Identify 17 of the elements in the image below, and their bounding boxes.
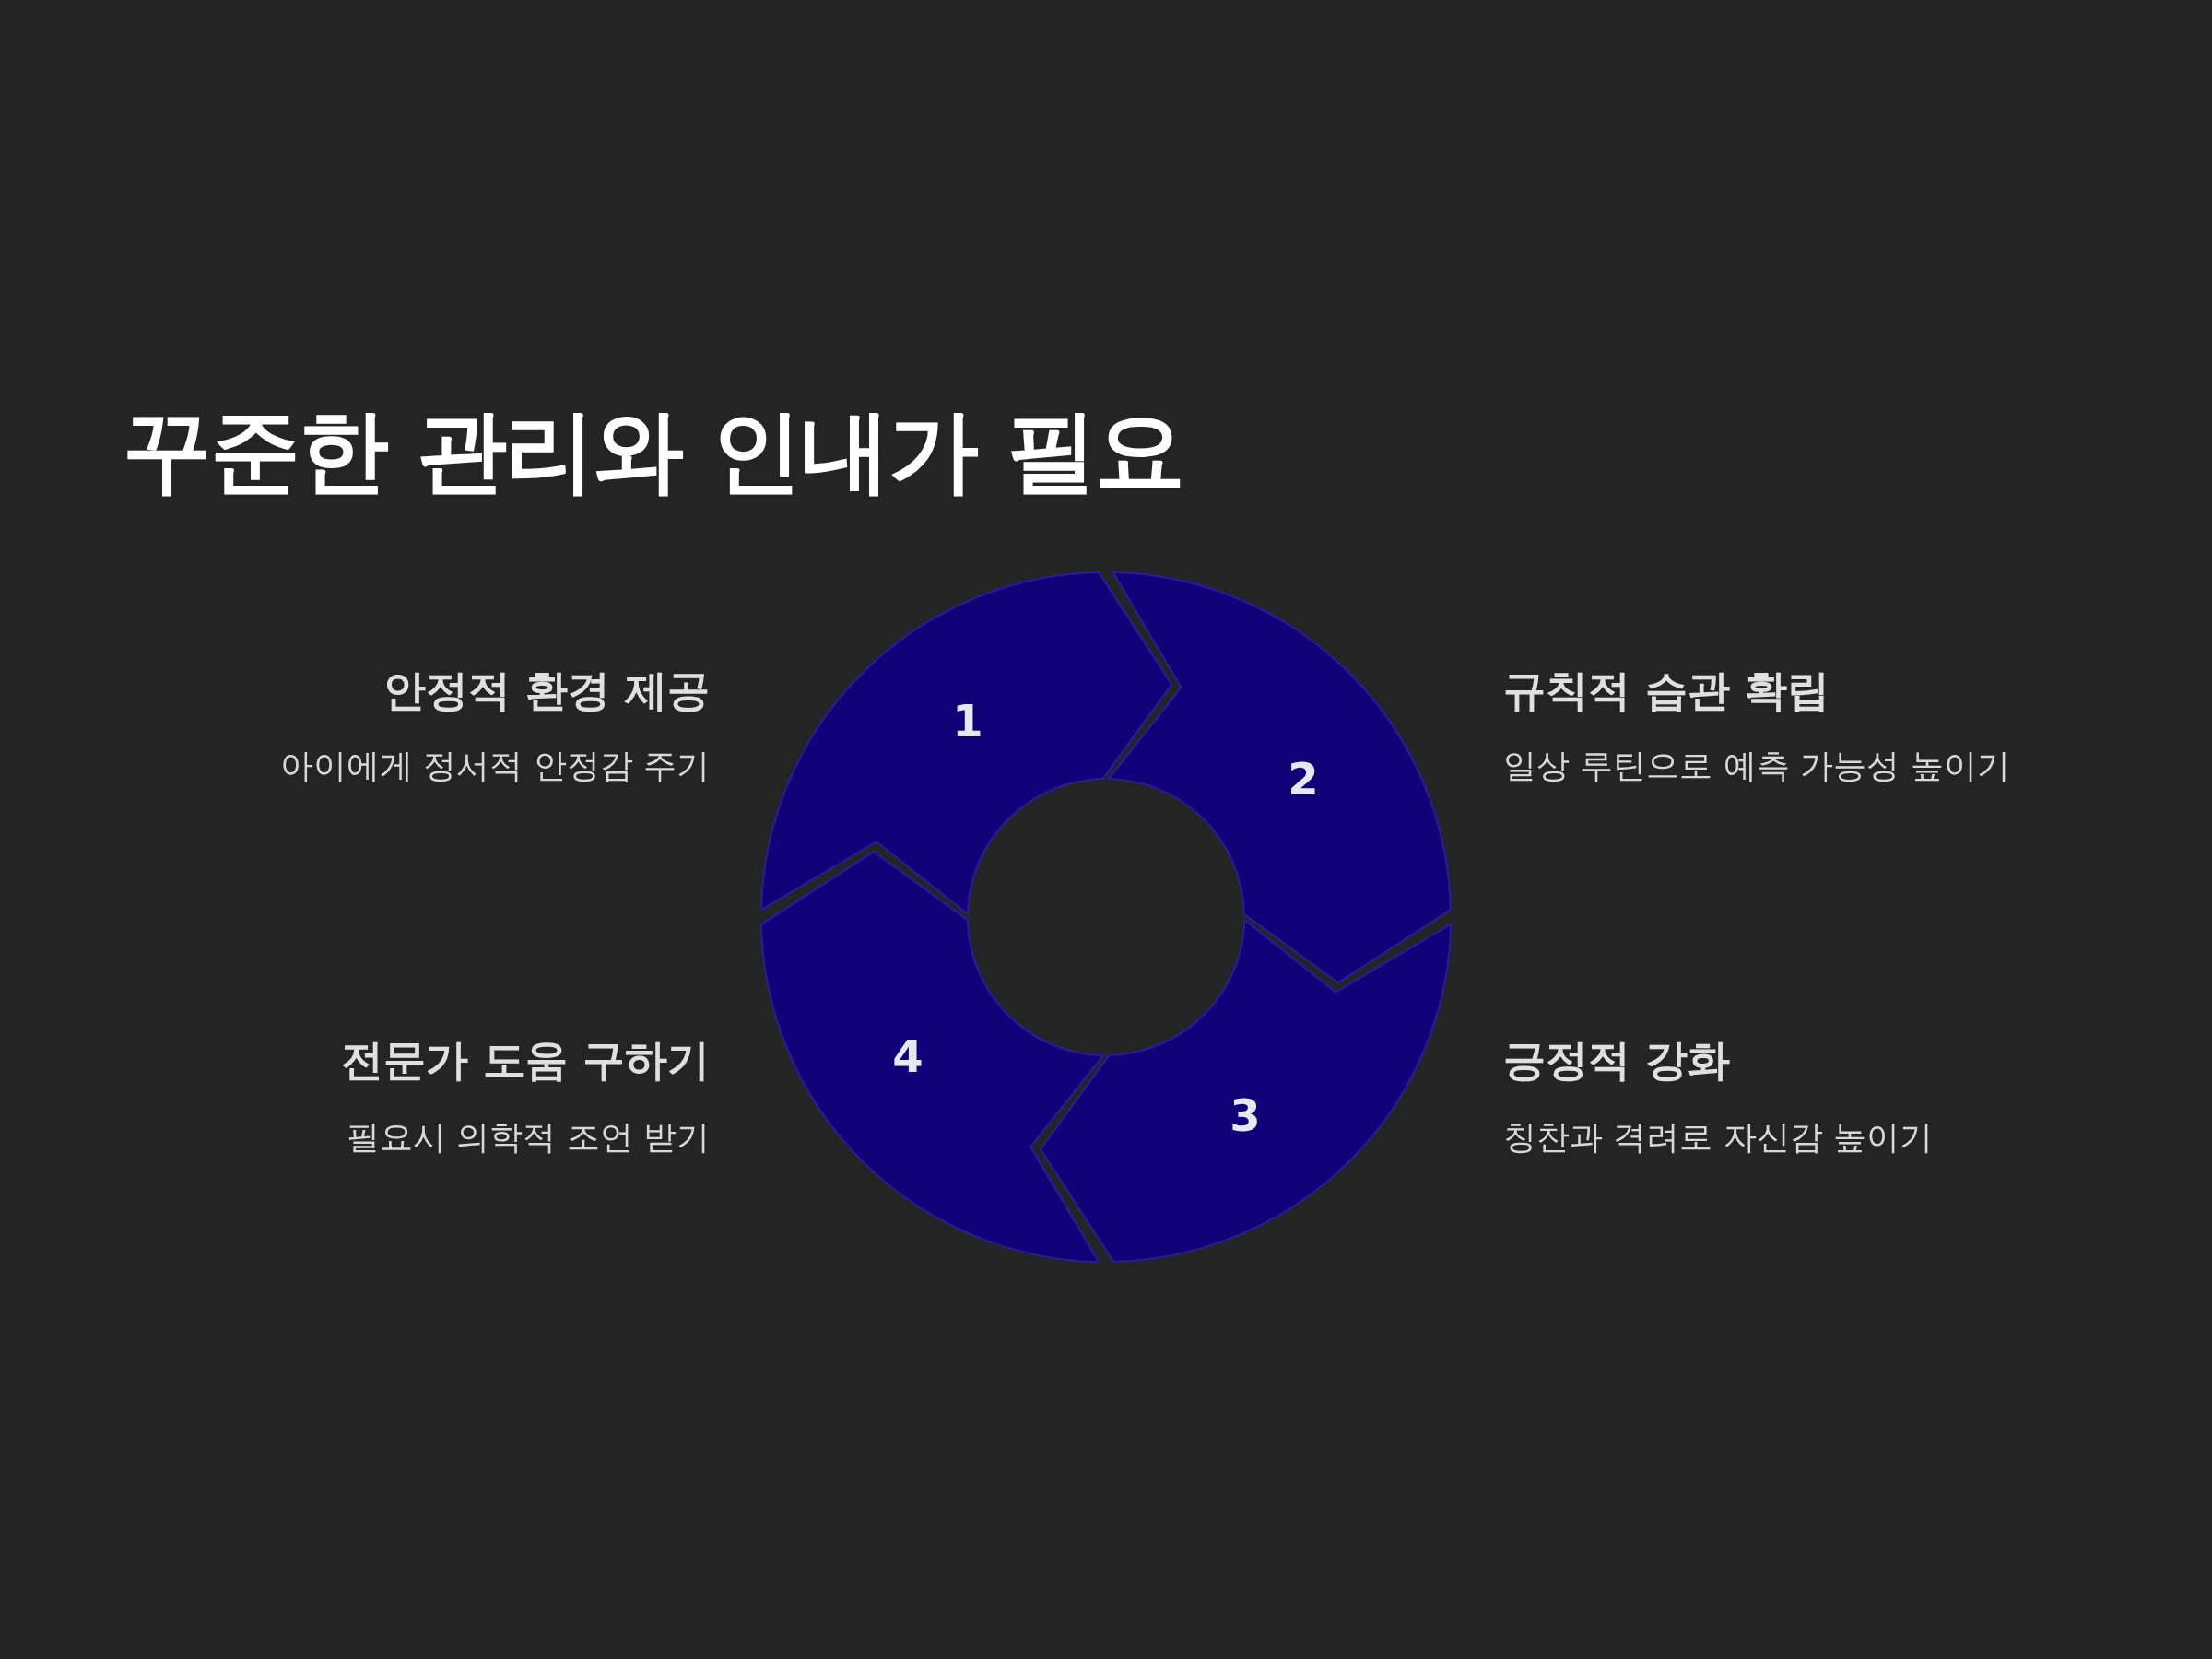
step-heading: 규칙적 습관 확립 bbox=[1503, 665, 1830, 717]
cycle-segment bbox=[761, 572, 1172, 914]
step-heading: 전문가 도움 구하기 bbox=[340, 1034, 710, 1087]
step-description: 일상 루틴으로 예측 가능성 높이기 bbox=[1503, 745, 2010, 786]
step-number: 4 bbox=[892, 1030, 924, 1082]
step-heading: 안정적 환경 제공 bbox=[382, 665, 710, 717]
step-description: 아이에게 정서적 안정감 주기 bbox=[279, 745, 710, 786]
cycle-segment bbox=[1040, 920, 1451, 1262]
cycle-segment bbox=[761, 851, 1103, 1262]
step-number: 3 bbox=[1230, 1089, 1261, 1141]
step-description: 필요시 의학적 조언 받기 bbox=[346, 1116, 710, 1158]
title: 꾸준한 관리와 인내가 필요 bbox=[122, 397, 1184, 505]
step-description: 칭찬과 격려로 자신감 높이기 bbox=[1503, 1116, 1934, 1158]
step-heading: 긍정적 강화 bbox=[1503, 1034, 1730, 1087]
cycle-segment bbox=[1109, 572, 1451, 983]
step-number: 1 bbox=[952, 695, 983, 747]
step-number: 2 bbox=[1288, 753, 1319, 805]
